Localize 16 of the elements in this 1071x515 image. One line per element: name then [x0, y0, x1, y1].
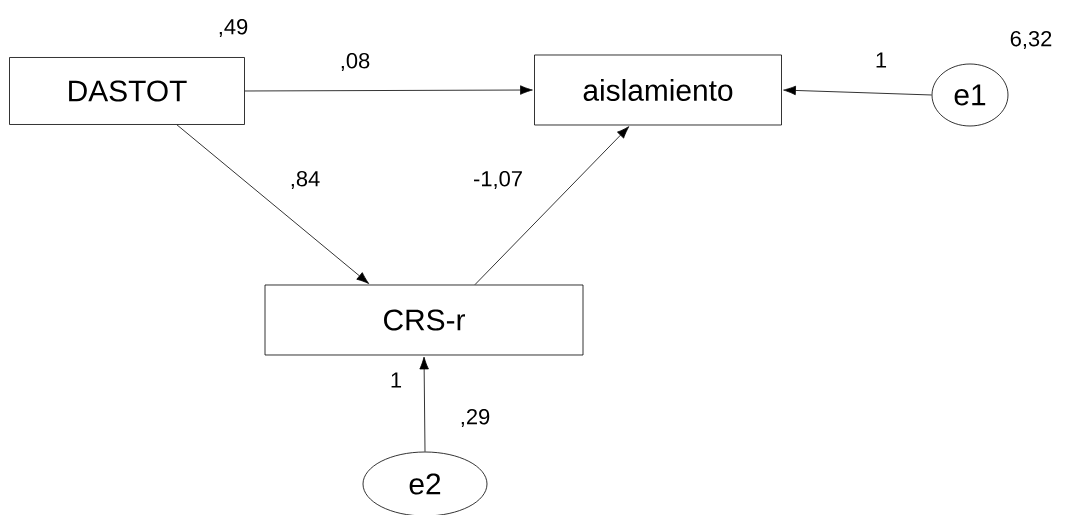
- variance-label: 6,32: [1010, 30, 1052, 50]
- path-coefficient: 1: [388, 371, 404, 389]
- variable-box: CRS-r: [264, 284, 584, 356]
- path-coefficient: -1,07: [472, 169, 524, 191]
- variable-box: aislamiento: [534, 54, 782, 126]
- arrow: [474, 126, 630, 285]
- arrow: [419, 356, 429, 452]
- arrow: [244, 85, 533, 95]
- arrow: [176, 124, 370, 284]
- path-coefficient: ,84: [288, 169, 322, 191]
- variance-label: ,49: [219, 18, 248, 38]
- path-coefficient: ,08: [338, 51, 372, 73]
- variable-box: DASTOT: [9, 57, 245, 125]
- path-coefficient: 1: [873, 51, 889, 69]
- arrow: [783, 85, 932, 96]
- variance-label: ,29: [461, 408, 490, 428]
